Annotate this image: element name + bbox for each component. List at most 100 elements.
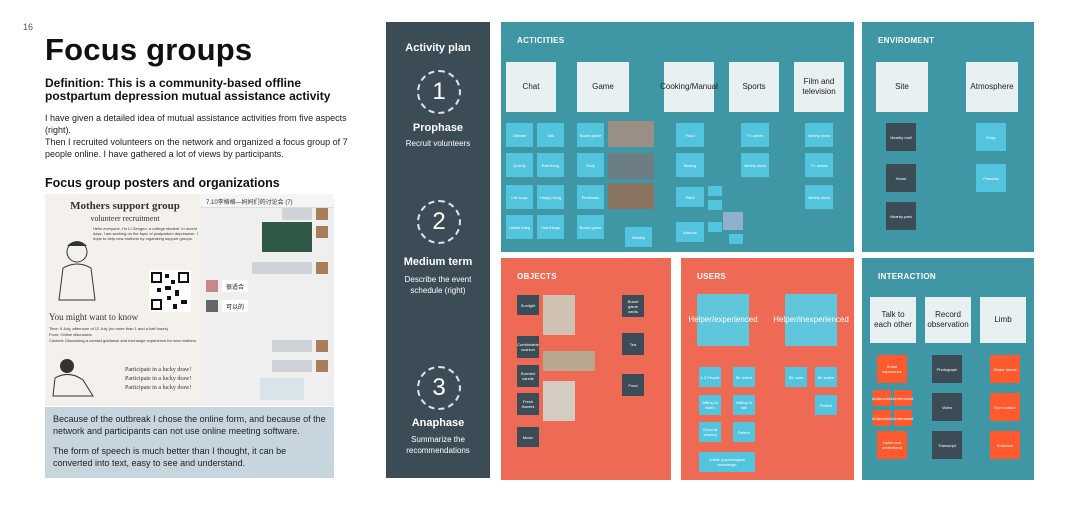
chat-bubble bbox=[272, 360, 312, 372]
sticky-note bbox=[708, 200, 722, 210]
intro-line-2: Then I recruited volunteers on the netwo… bbox=[45, 137, 348, 159]
sticky-note: Board game bbox=[577, 123, 604, 147]
avatar bbox=[316, 360, 328, 372]
avatar bbox=[316, 340, 328, 352]
sticky-note: Life soup bbox=[506, 185, 533, 209]
sticky-note: Fresh flowers bbox=[517, 393, 539, 415]
shared-image bbox=[262, 222, 312, 252]
sticky-note: TV series bbox=[741, 123, 769, 147]
poster-lucky-1: Participate in a lucky draw! bbox=[125, 367, 192, 373]
poster-title: Mothers support group bbox=[70, 200, 180, 212]
chat-bubble bbox=[272, 340, 312, 352]
environment-site: Site bbox=[876, 62, 928, 112]
sticky-note: Plant bbox=[676, 187, 704, 207]
environment-panel: ENVIROMENT Site Atmosphere Nearby mall H… bbox=[862, 22, 1034, 252]
objects-panel: OBJECTS Sunlight Comfortable cushion Sce… bbox=[501, 258, 671, 480]
sticky-note: Photograph bbox=[932, 355, 962, 383]
step-2-name: Medium term bbox=[403, 256, 473, 268]
step-1-desc: Recruit volunteers bbox=[405, 139, 471, 148]
sticky-note: Nearby park bbox=[886, 202, 916, 230]
sticky-note: Be active bbox=[815, 367, 837, 387]
section-subheading: Focus group posters and organizations bbox=[45, 176, 280, 190]
sticky-note: Useful thing bbox=[506, 215, 533, 239]
sticky-note: Be calm bbox=[785, 367, 807, 387]
page-number: 16 bbox=[23, 22, 34, 32]
sticky-note: Baking bbox=[676, 153, 704, 177]
poster-lucky: Participate in a lucky draw! Participate… bbox=[125, 366, 205, 393]
avatar bbox=[206, 300, 218, 312]
step-2-desc: Describe the event schedule (right) bbox=[404, 275, 472, 295]
object-photo bbox=[543, 295, 575, 335]
users-helper-experienced: Helper/experienced bbox=[688, 294, 758, 346]
poster-details: Time: 9 July, afternoon of 12 July (no m… bbox=[49, 326, 201, 344]
avatar bbox=[316, 262, 328, 274]
chat-header: 7.10李格格—妈妈们的讨论会 (7) bbox=[200, 194, 334, 208]
qr-code bbox=[149, 270, 191, 312]
chat-message: 很适合 bbox=[222, 280, 249, 292]
recruitment-poster: Mothers support group volunteer recruitm… bbox=[45, 194, 205, 406]
sticky-note: Quietly bbox=[506, 153, 533, 177]
poster-subtitle: volunteer recruitment bbox=[90, 214, 160, 223]
environment-atmosphere: Atmosphere bbox=[966, 62, 1018, 112]
interaction-talk: Talk to each other bbox=[870, 297, 916, 343]
sticky-note: Patient bbox=[733, 422, 755, 442]
step-1-name: Prophase bbox=[412, 122, 464, 134]
sticky-note: Happy thing bbox=[537, 185, 564, 209]
sticky-note: Embrace bbox=[990, 431, 1020, 459]
avatar bbox=[316, 226, 328, 238]
sticky-note: Understand bbox=[893, 390, 913, 406]
activity-film: Film and television bbox=[794, 62, 844, 112]
avatar bbox=[316, 208, 328, 220]
sticky-note: Eye contact bbox=[990, 393, 1020, 421]
sticky-note: Home bbox=[886, 164, 916, 192]
sidebar-heading: Activity plan bbox=[405, 42, 471, 54]
sticky-note: Peaceful bbox=[976, 164, 1006, 192]
sticky-note: Talk bbox=[537, 123, 564, 147]
object-photo bbox=[543, 351, 595, 371]
sticky-note: Easy bbox=[976, 123, 1006, 151]
sticky-note: Variety show bbox=[805, 185, 833, 209]
step-3-name: Anaphase bbox=[411, 417, 465, 429]
environment-title: ENVIROMENT bbox=[878, 36, 935, 45]
interaction-limb: Limb bbox=[980, 297, 1026, 343]
intro-text: I have given a detailed idea of mutual a… bbox=[45, 112, 350, 160]
users-title: USERS bbox=[697, 272, 727, 281]
page-title: Focus groups bbox=[45, 32, 253, 67]
step-1-number: 1 bbox=[417, 70, 461, 114]
activities-panel: ACTICITIES Chat Game Cooking/Manual Spor… bbox=[501, 22, 854, 252]
sticky-note: Nearby mall bbox=[886, 123, 916, 151]
note-text-2: The form of speech is much better than I… bbox=[53, 446, 287, 468]
sticky-note: Be active bbox=[733, 367, 755, 387]
reflection-note: Because of the outbreak I chose the onli… bbox=[45, 407, 334, 478]
sticky-note: A little psychological knowledge bbox=[699, 452, 755, 472]
sticky-note: Understand bbox=[872, 390, 892, 406]
sticky-note: Transcript bbox=[932, 431, 962, 459]
note-text-1: Because of the outbreak I chose the onli… bbox=[53, 414, 326, 436]
game-photo bbox=[608, 153, 654, 179]
sticky-note: Comfortable cushion bbox=[517, 336, 539, 358]
activity-chat: Chat bbox=[506, 62, 556, 112]
sticky-note: Tea bbox=[622, 333, 644, 355]
sticky-note: Board game cards bbox=[622, 295, 644, 317]
sticky-note: Shake hands bbox=[990, 355, 1020, 383]
activity-game: Game bbox=[577, 62, 629, 112]
chat-bubble bbox=[282, 208, 312, 220]
group-chat-screenshot: 7.10李格格—妈妈们的讨论会 (7) 很适合 可以的 bbox=[200, 194, 334, 406]
interaction-record: Record observation bbox=[925, 297, 971, 343]
sticky-note: Understand bbox=[872, 410, 892, 426]
sticky-note: Scented candle bbox=[517, 365, 539, 387]
sticky-note: Food bbox=[622, 374, 644, 396]
poster-body: Hello everyone, I'm Li Gengen, a college… bbox=[93, 226, 198, 241]
sticky-note: Sad things bbox=[537, 215, 564, 239]
sticky-note: Board game bbox=[577, 215, 604, 239]
mother-illustration bbox=[58, 241, 96, 301]
chat-bubble bbox=[252, 262, 312, 274]
sticky-note bbox=[708, 186, 722, 196]
sticky-note bbox=[729, 234, 743, 244]
sticky-note: Patient bbox=[815, 395, 837, 415]
poster-time: Time: 9 July, afternoon of 12 July (no m… bbox=[49, 326, 168, 331]
step-3-desc: Summarize the recommendations bbox=[406, 435, 470, 455]
users-panel: USERS Helper/experienced Helper/inexperi… bbox=[681, 258, 854, 480]
chat-message: 可以的 bbox=[222, 300, 249, 312]
manual-photo bbox=[723, 212, 743, 230]
